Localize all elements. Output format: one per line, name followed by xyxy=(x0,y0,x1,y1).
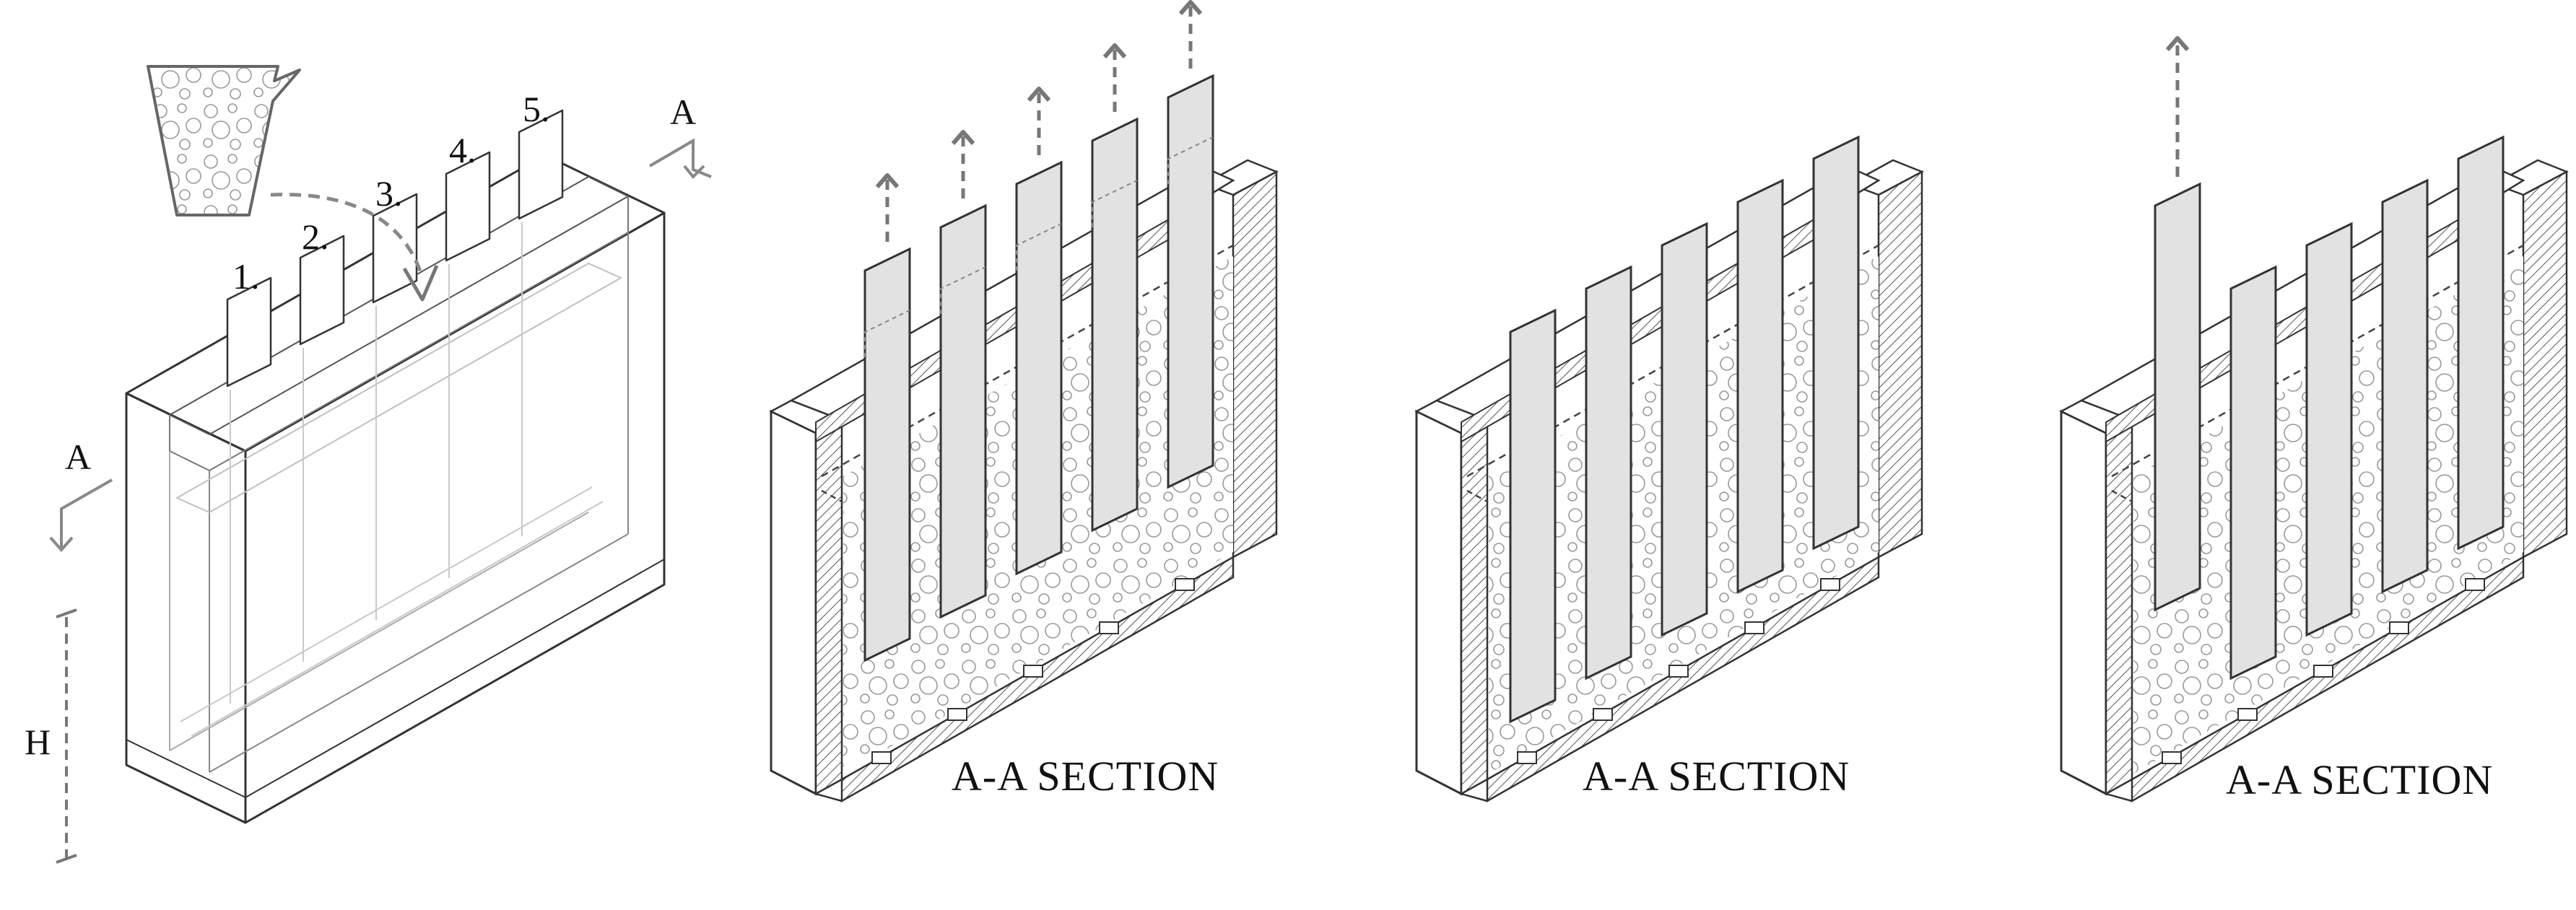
insert-5 xyxy=(2457,135,2505,551)
bucket-outline xyxy=(147,65,301,216)
height-dimension-tick-top xyxy=(56,608,77,618)
insert-1 xyxy=(2154,182,2201,612)
height-dimension-tick-bottom xyxy=(56,854,77,864)
insert-3 xyxy=(1015,160,1063,576)
pour-arrow-head xyxy=(402,265,439,302)
lift-arrow-head-4 xyxy=(1102,43,1127,58)
lift-arrow-head-5 xyxy=(1178,0,1203,15)
section-fill-level-left xyxy=(2111,489,2133,503)
insert-5 xyxy=(1812,135,1860,551)
mold-inner-bottom xyxy=(209,533,629,773)
section-base-edge xyxy=(815,792,843,802)
insert-5 xyxy=(1167,74,1214,489)
insert-2-slot xyxy=(1593,708,1613,721)
insert-plate-1 xyxy=(226,276,272,388)
mold-inserts xyxy=(226,109,564,704)
insert-5-slot xyxy=(1175,578,1195,591)
lift-arrow-head-1 xyxy=(875,173,900,188)
mold-bottom-band-2 xyxy=(245,559,665,798)
section-caption-1: A-A SECTION xyxy=(952,753,1219,800)
section-marker-left-tip xyxy=(49,536,74,553)
insert-3-slot xyxy=(1668,665,1689,678)
section-left-cut xyxy=(814,418,843,796)
concrete-bucket xyxy=(147,65,301,216)
section-left-cut xyxy=(2105,418,2133,796)
insert-4-slot xyxy=(2389,621,2409,634)
mold-bottom-band xyxy=(126,739,246,798)
step-label-4: 4. xyxy=(449,130,477,170)
mold-back-bottom xyxy=(169,512,589,751)
insert-1 xyxy=(863,247,911,662)
insert-5-slot xyxy=(1820,578,1840,591)
section-front-wall xyxy=(2060,409,2107,796)
section-front-wall xyxy=(1415,409,1463,796)
insert-4 xyxy=(1736,178,1784,594)
panel-section-2 xyxy=(1414,135,1924,803)
section-right-cut xyxy=(2522,170,2568,559)
insert-1-slot xyxy=(1517,751,1537,764)
insert-2-slot xyxy=(947,708,967,721)
insert-3 xyxy=(2305,222,2353,637)
insert-3-slot xyxy=(2313,665,2333,678)
insert-4 xyxy=(1091,117,1139,533)
section-base-edge xyxy=(1461,792,1488,802)
mold-floor-line-b xyxy=(191,501,604,737)
insert-4-slot xyxy=(1744,621,1765,634)
section-marker-top-tip xyxy=(683,165,705,179)
insert-2-ghost xyxy=(940,266,986,314)
section-left-cut xyxy=(1460,418,1489,796)
section-right-cut xyxy=(1877,170,1923,559)
insert-5-slot xyxy=(2465,578,2485,591)
mold-inner-floor xyxy=(176,263,622,513)
insert-3-ghost xyxy=(1016,223,1062,271)
section-front-wall xyxy=(770,409,817,796)
pour-arrow xyxy=(270,193,425,279)
insert-1-ghost xyxy=(864,310,910,357)
insert-3 xyxy=(1661,222,1708,637)
step-label-3: 3. xyxy=(375,173,403,214)
section-base-edge xyxy=(2105,792,2133,802)
insert-3-slot xyxy=(1023,665,1043,678)
insert-2 xyxy=(1585,265,1632,681)
mold-floor-line-a xyxy=(180,486,593,722)
insert-2 xyxy=(939,204,987,619)
section-marker-top: A xyxy=(670,92,696,132)
insert-plate-4 xyxy=(445,151,491,262)
insert-4-slot xyxy=(1099,621,1119,634)
section-marker-top-arrow xyxy=(648,138,712,178)
mold-box xyxy=(125,154,666,824)
step-label-2: 2. xyxy=(302,216,329,257)
insert-1-slot xyxy=(871,751,892,764)
panel-section-1 xyxy=(769,0,1279,803)
insert-plate-5 xyxy=(518,109,564,220)
insert-2 xyxy=(2229,265,2277,681)
step-label-5: 5. xyxy=(523,89,550,129)
lift-arrow-head-3 xyxy=(1027,87,1051,102)
section-fill-level-left xyxy=(1466,489,1488,503)
insert-1 xyxy=(1509,308,1557,724)
height-label: H xyxy=(25,722,51,762)
section-right-cut xyxy=(1232,170,1278,559)
mold-front-face xyxy=(125,392,247,824)
section-caption-3: A-A SECTION xyxy=(2226,756,2493,803)
insert-4 xyxy=(2381,178,2429,594)
step-label-1: 1. xyxy=(232,256,260,297)
panel-section-3 xyxy=(2059,36,2569,803)
insert-4-ghost xyxy=(1092,180,1138,227)
insert-plate-2 xyxy=(299,235,345,346)
section-marker-left-arrow xyxy=(60,478,113,548)
section-fill-level-left xyxy=(821,489,843,503)
insert-2-slot xyxy=(2237,708,2258,721)
section-marker-left: A xyxy=(65,437,91,477)
insert-5-ghost xyxy=(1167,136,1214,184)
section-caption-2: A-A SECTION xyxy=(1583,753,1850,800)
lift-arrow-head-1 xyxy=(2165,36,2190,51)
panel-perspective-view: 1. 2. 3. 4. 5. A A H xyxy=(25,65,712,864)
lift-arrow-head-2 xyxy=(951,130,975,145)
insert-1-slot xyxy=(2162,751,2182,764)
